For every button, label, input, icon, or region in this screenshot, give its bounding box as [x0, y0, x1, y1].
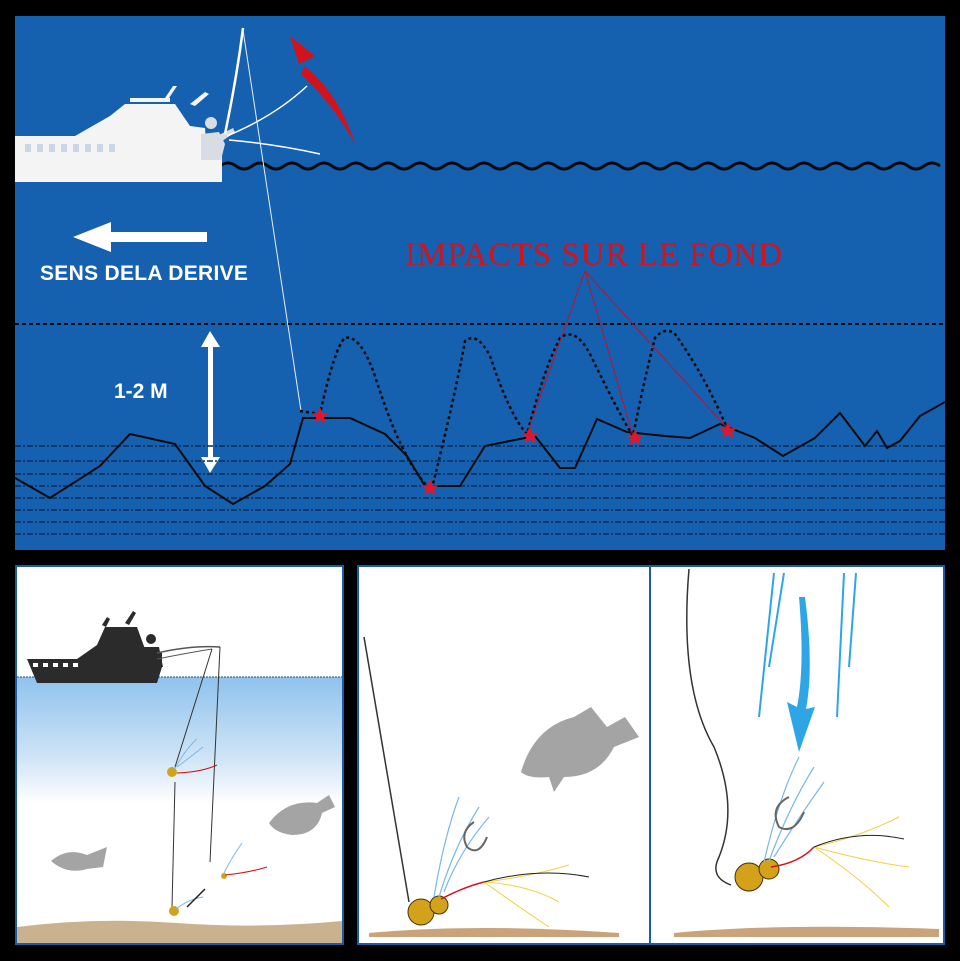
lure-icon [167, 738, 268, 916]
lure-detail-panel [357, 565, 945, 945]
seabed-strata [15, 445, 945, 535]
drift-technique-panel [15, 16, 945, 550]
seabed-profile [15, 401, 945, 506]
fishing-line-3 [171, 781, 176, 908]
lure-icon [407, 796, 590, 928]
lure-icon-2 [734, 756, 910, 908]
motion-arrow-icon [186, 888, 206, 908]
panel-divider [649, 565, 651, 945]
rain-arrow-icon [758, 572, 857, 718]
fishing-rod [223, 27, 245, 135]
drift-direction-label: SENS DELA DERIVE [40, 262, 249, 285]
seabed [17, 920, 342, 943]
water-surface-line [219, 161, 941, 171]
angler-icon [143, 634, 163, 667]
boat-icon [15, 86, 222, 182]
fishing-rod-motion-1 [226, 85, 308, 137]
boat-icon [27, 611, 162, 683]
boat-drift-svg [17, 611, 342, 943]
depth-range-label: 1-2 M [114, 380, 168, 403]
fishing-line-2 [174, 648, 213, 768]
drift-arrow-icon [73, 222, 207, 252]
impact-pointer-lines [526, 270, 728, 437]
fishing-rod-motion-2 [228, 139, 321, 155]
lure-trajectory [299, 329, 729, 488]
boat-drift-panel [15, 565, 344, 945]
fishing-rod [156, 645, 221, 654]
water-gradient [17, 677, 342, 907]
hook-icon-2 [774, 796, 805, 831]
fish-icon [51, 795, 335, 871]
seabed-2 [674, 926, 939, 937]
rod-motion-arrow-icon [290, 36, 355, 144]
seabed [369, 928, 619, 937]
fishing-line [363, 636, 410, 903]
fish-icon [521, 707, 639, 792]
fishing-line [242, 29, 302, 412]
down-arrow-icon [787, 597, 815, 752]
angler-icon [201, 117, 235, 160]
impact-star-icon [311, 407, 737, 496]
hook-icon [463, 821, 488, 852]
fishing-line [209, 646, 221, 863]
bottom-impacts-label: IMPACTS SUR LE FOND [405, 237, 784, 273]
fishing-line-2 [686, 568, 732, 886]
lure-detail-svg [363, 568, 939, 937]
fishing-rod-2 [156, 648, 213, 660]
top-scene-svg [15, 27, 945, 535]
depth-arrow-icon [201, 331, 220, 473]
